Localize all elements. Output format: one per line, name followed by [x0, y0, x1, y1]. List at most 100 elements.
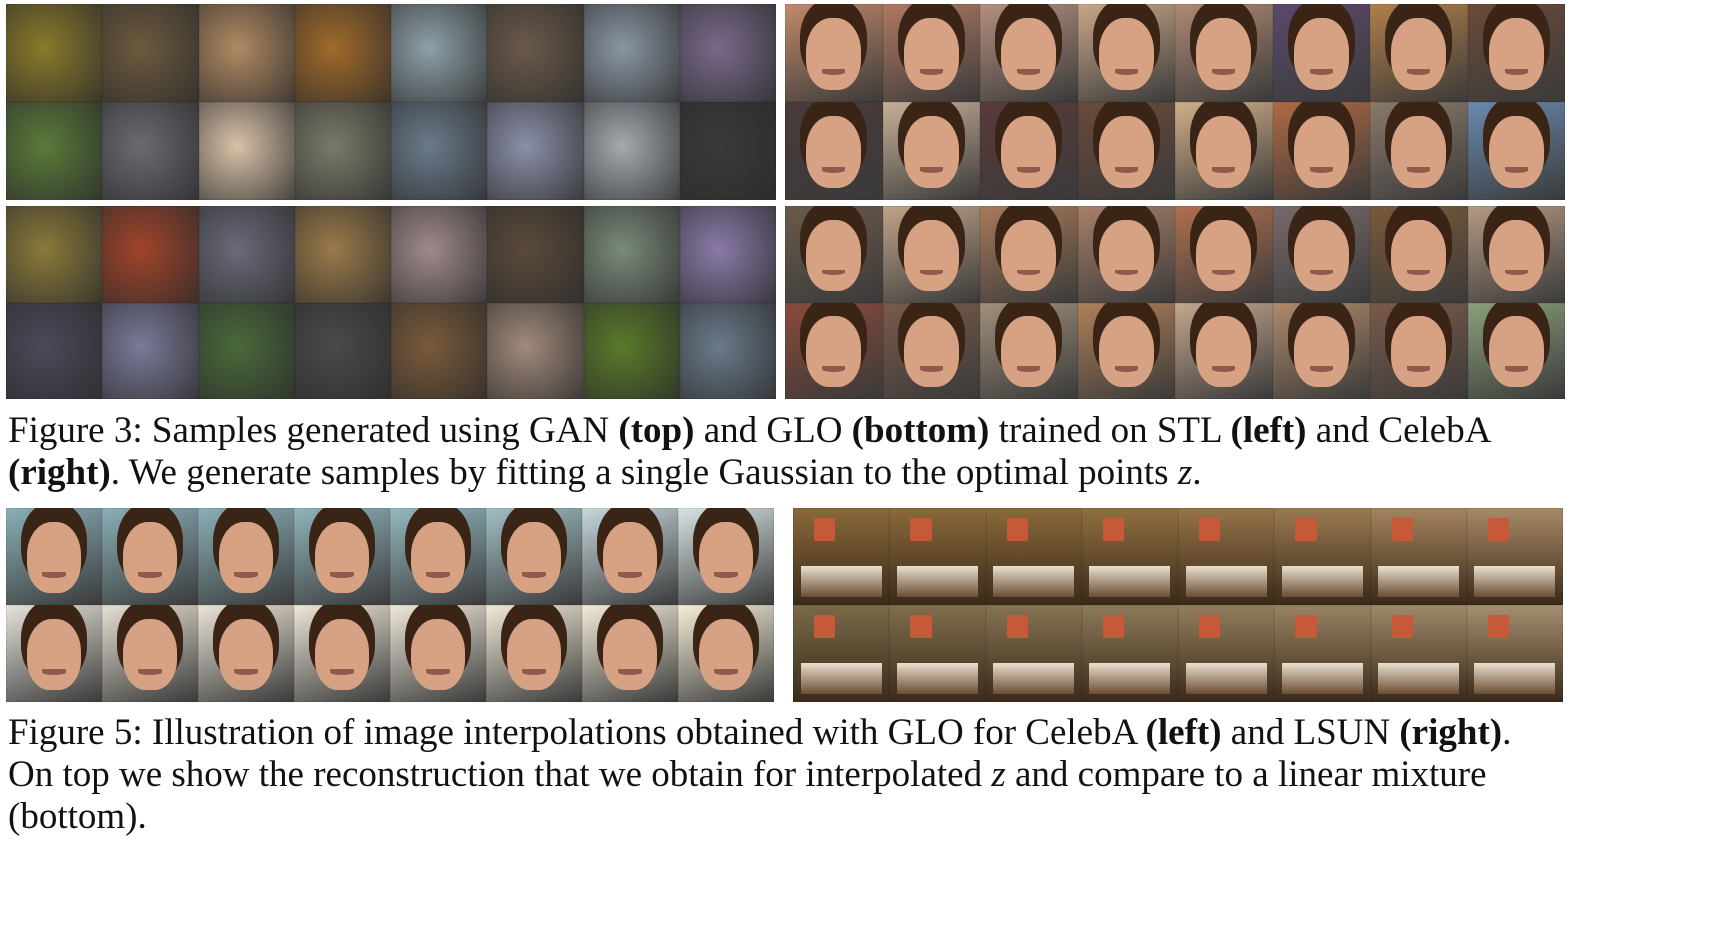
stl-glo-image-tile [102, 206, 199, 303]
stl-glo-image-tile [583, 302, 680, 399]
lsun-interp-image-tile [1370, 508, 1467, 605]
figure5-lsun-interpolation-panel [793, 508, 1563, 702]
stl-gan-image-tile [6, 4, 103, 102]
caption-segment: . [1502, 712, 1512, 753]
celeba-interp-image-tile [6, 605, 102, 702]
celeba-gan-image-tile [1175, 4, 1273, 102]
celeba-gan-image-tile [882, 102, 980, 200]
caption-segment: . [1192, 452, 1202, 493]
caption-segment: On top we show the reconstruction that w… [8, 754, 992, 795]
celeba-interp-image-tile [6, 508, 102, 605]
lsun-interp-image-tile [793, 605, 890, 702]
caption-segment: z [991, 754, 1006, 795]
stl-glo-image-tile [198, 206, 295, 303]
celeba-gan-image-tile [1272, 4, 1370, 102]
stl-gan-image-tile [198, 4, 295, 102]
figure5-celeba-interpolation-panel [6, 508, 774, 702]
celeba-interp-image-tile [582, 605, 678, 702]
stl-gan-image-tile [294, 4, 391, 102]
caption-segment: Figure 3: Samples generated using GAN [8, 410, 619, 451]
figure3-celeba-gan-panel [785, 4, 1565, 200]
figure3-caption-line-1: Figure 3: Samples generated using GAN (t… [8, 410, 1491, 452]
celeba-interp-image-tile [198, 605, 294, 702]
celeba-glo-image-tile [1175, 206, 1273, 303]
lsun-interp-image-tile [1178, 508, 1275, 605]
celeba-glo-image-tile [785, 206, 883, 303]
celeba-interp-image-tile [198, 508, 294, 605]
celeba-glo-image-tile [785, 302, 883, 399]
celeba-glo-image-tile [1467, 302, 1565, 399]
celeba-glo-image-tile [882, 302, 980, 399]
caption-segment: z [1177, 452, 1193, 493]
celeba-interp-image-tile [678, 605, 774, 702]
stl-gan-image-tile [583, 102, 680, 200]
celeba-gan-image-tile [1175, 102, 1273, 200]
stl-glo-image-tile [6, 206, 103, 303]
caption-segment: trained on STL [989, 410, 1231, 451]
caption-segment: (bottom) [851, 410, 990, 451]
celeba-gan-image-tile [1467, 102, 1565, 200]
stl-gan-image-tile [294, 102, 391, 200]
caption-segment: Figure 5: Illustration of image interpol… [8, 712, 1146, 753]
caption-segment: (bottom). [8, 796, 147, 837]
figure5-caption-line-1: Figure 5: Illustration of image interpol… [8, 712, 1511, 754]
celeba-interp-image-tile [294, 605, 390, 702]
celeba-gan-image-tile [980, 102, 1078, 200]
caption-segment: (right) [1399, 712, 1503, 753]
celeba-interp-image-tile [486, 508, 582, 605]
caption-segment: . We generate samples by fitting a singl… [110, 452, 1178, 493]
caption-segment: and GLO [694, 410, 852, 451]
lsun-interp-image-tile [1178, 605, 1275, 702]
celeba-glo-image-tile [882, 206, 980, 303]
stl-gan-image-tile [487, 4, 584, 102]
celeba-interp-image-tile [102, 605, 198, 702]
celeba-interp-image-tile [486, 605, 582, 702]
celeba-glo-image-tile [1370, 206, 1468, 303]
figure5-caption-line-2: On top we show the reconstruction that w… [8, 754, 1487, 796]
lsun-interp-image-tile [1081, 605, 1178, 702]
lsun-interp-image-tile [985, 605, 1082, 702]
stl-glo-image-tile [487, 206, 584, 303]
figure3-caption-line-2: (right). We generate samples by fitting … [8, 452, 1201, 494]
stl-glo-image-tile [679, 302, 776, 399]
lsun-interp-image-tile [889, 508, 986, 605]
caption-segment: (top) [618, 410, 695, 451]
stl-glo-image-tile [391, 302, 488, 399]
stl-gan-image-tile [102, 102, 199, 200]
lsun-interp-image-tile [1274, 605, 1371, 702]
celeba-gan-image-tile [1272, 102, 1370, 200]
celeba-gan-image-tile [882, 4, 980, 102]
lsun-interp-image-tile [1274, 508, 1371, 605]
stl-gan-image-tile [391, 4, 488, 102]
stl-glo-image-tile [294, 206, 391, 303]
figure3-stl-glo-panel [6, 206, 776, 399]
celeba-glo-image-tile [1370, 302, 1468, 399]
stl-glo-image-tile [679, 206, 776, 303]
stl-gan-image-tile [391, 102, 488, 200]
figure3-stl-gan-panel [6, 4, 776, 200]
celeba-gan-image-tile [1370, 4, 1468, 102]
lsun-interp-image-tile [889, 605, 986, 702]
caption-segment: (right) [8, 452, 111, 493]
lsun-interp-image-tile [1370, 605, 1467, 702]
stl-glo-image-tile [391, 206, 488, 303]
celeba-gan-image-tile [1370, 102, 1468, 200]
stl-gan-image-tile [679, 4, 776, 102]
celeba-glo-image-tile [1077, 206, 1175, 303]
stl-gan-image-tile [583, 4, 680, 102]
celeba-glo-image-tile [1272, 206, 1370, 303]
celeba-gan-image-tile [1077, 102, 1175, 200]
caption-segment: and CelebA [1306, 410, 1492, 451]
stl-gan-image-tile [198, 102, 295, 200]
stl-gan-image-tile [679, 102, 776, 200]
stl-glo-image-tile [583, 206, 680, 303]
stl-glo-image-tile [6, 302, 103, 399]
celeba-glo-image-tile [1175, 302, 1273, 399]
caption-segment: and compare to a linear mixture [1005, 754, 1487, 795]
stl-glo-image-tile [294, 302, 391, 399]
caption-segment: (left) [1230, 410, 1307, 451]
stl-gan-image-tile [102, 4, 199, 102]
celeba-interp-image-tile [582, 508, 678, 605]
stl-glo-image-tile [487, 302, 584, 399]
celeba-gan-image-tile [785, 4, 883, 102]
